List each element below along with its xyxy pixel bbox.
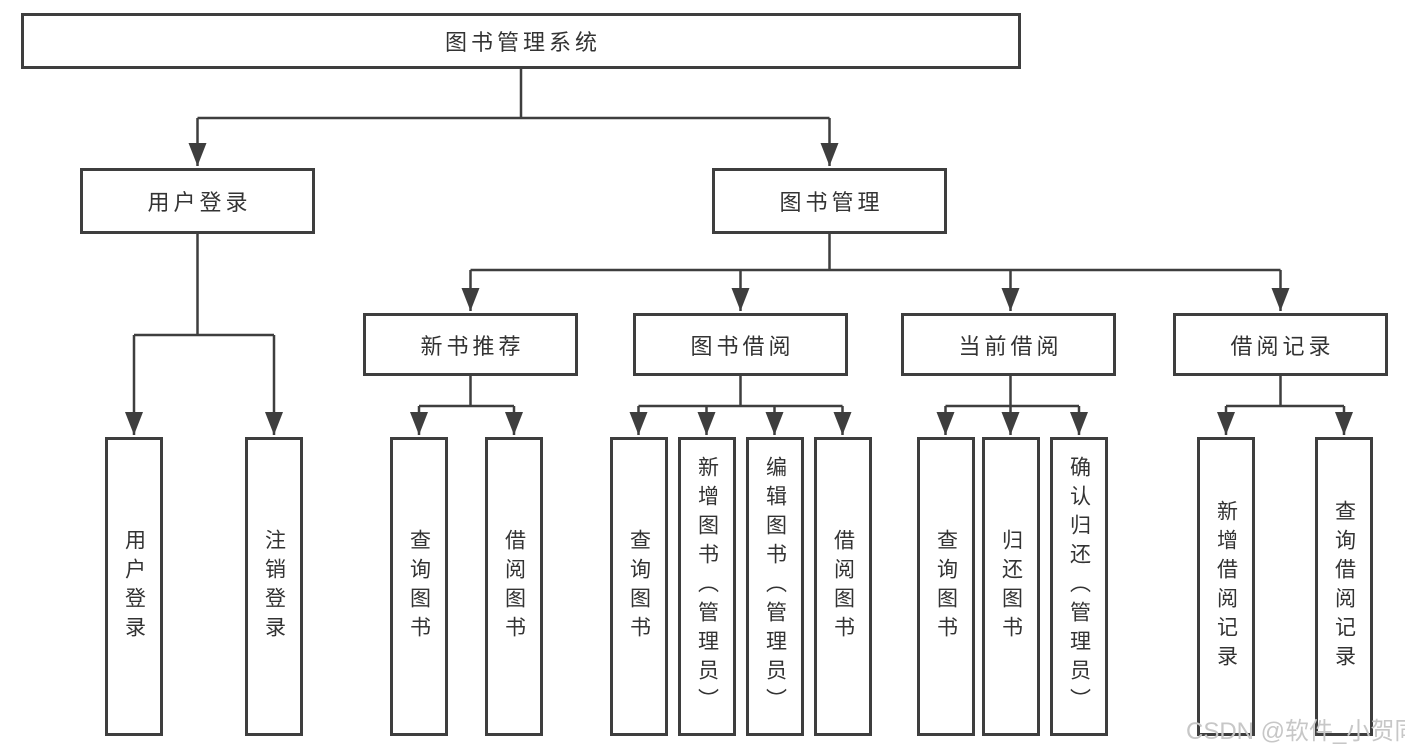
node-br-add-record: 新增借阅记录 xyxy=(1197,437,1255,736)
node-bb-borrow-books: 借阅图书 xyxy=(814,437,872,736)
node-login: 用户登录 xyxy=(105,437,163,736)
node-book-management: 图书管理 xyxy=(712,168,947,234)
node-new-book-recommend: 新书推荐 xyxy=(363,313,578,376)
node-root: 图书管理系统 xyxy=(21,13,1021,69)
node-cb-return-books: 归还图书 xyxy=(982,437,1040,736)
node-borrow-records: 借阅记录 xyxy=(1173,313,1388,376)
node-user-login: 用户登录 xyxy=(80,168,315,234)
node-bb-add-books-admin: 新增图书（管理员） xyxy=(678,437,736,736)
node-cb-query-books: 查询图书 xyxy=(917,437,975,736)
node-book-borrow: 图书借阅 xyxy=(633,313,848,376)
node-bb-edit-books-admin: 编辑图书（管理员） xyxy=(746,437,804,736)
node-logout: 注销登录 xyxy=(245,437,303,736)
node-bb-query-books: 查询图书 xyxy=(610,437,668,736)
node-cb-confirm-return-admin: 确认归还（管理员） xyxy=(1050,437,1108,736)
node-current-borrow: 当前借阅 xyxy=(901,313,1116,376)
node-nb-borrow-books: 借阅图书 xyxy=(485,437,543,736)
node-nb-query-books: 查询图书 xyxy=(390,437,448,736)
csdn-watermark: CSDN @软件_小贺同学 xyxy=(1186,718,1405,745)
node-br-query-record: 查询借阅记录 xyxy=(1315,437,1373,736)
